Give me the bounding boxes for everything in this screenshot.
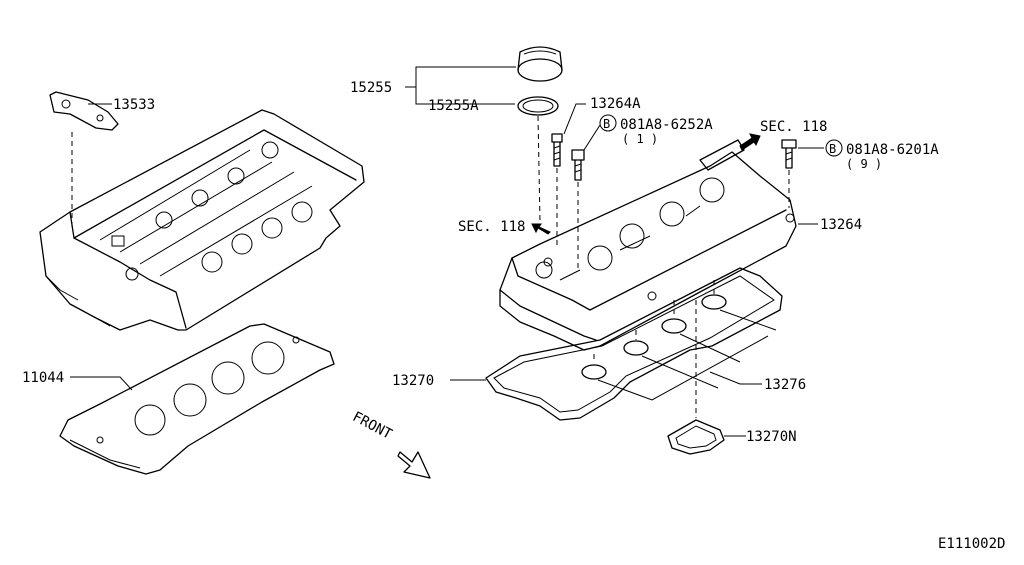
- cylinder-head[interactable]: [39, 109, 365, 331]
- rocker-cover-gasket[interactable]: [485, 267, 783, 421]
- label-081A8-6201A: 081A8-6201A: [846, 142, 939, 158]
- rocker-cover[interactable]: [499, 139, 797, 351]
- label-13270: 13270: [392, 373, 434, 389]
- sec-arrow-upper-icon: [739, 133, 761, 151]
- front-indicator: FRONT: [350, 409, 395, 443]
- label-qty-1: ( 1 ): [622, 132, 658, 146]
- label-081A8-6252A: 081A8-6252A: [620, 117, 713, 133]
- label-13264A: 13264A: [590, 96, 641, 112]
- bolt-ref-b-circle: B: [825, 139, 843, 157]
- oil-filler-cap[interactable]: [517, 46, 563, 82]
- bolt-13264A[interactable]: [551, 133, 563, 167]
- front-arrow-icon: [397, 451, 431, 479]
- bolt-ref-a-circle: B: [599, 114, 617, 132]
- sec-arrow-lower-icon: [531, 223, 551, 235]
- spark-plug-seals[interactable]: [581, 294, 777, 401]
- svg-text:B: B: [829, 142, 836, 156]
- oil-filler-gasket[interactable]: [517, 96, 559, 116]
- bolt-081A8-6252A[interactable]: [571, 149, 585, 181]
- label-front: FRONT: [350, 409, 395, 443]
- label-13533: 13533: [113, 97, 155, 113]
- gasket-13270N[interactable]: [667, 419, 725, 455]
- label-sec-118-lower: SEC. 118: [458, 219, 525, 235]
- label-15255: 15255: [350, 80, 392, 96]
- label-15255A: 15255A: [428, 98, 479, 114]
- svg-text:B: B: [603, 117, 610, 131]
- diagram-id: E111002D: [938, 536, 1005, 552]
- label-13276: 13276: [764, 377, 806, 393]
- label-13270N: 13270N: [746, 429, 797, 445]
- label-qty-9: ( 9 ): [846, 157, 882, 171]
- label-sec-118-upper: SEC. 118: [760, 119, 827, 135]
- cylinder-head-bracket[interactable]: [49, 91, 119, 230]
- label-11044: 11044: [22, 370, 64, 386]
- head-gasket[interactable]: [59, 323, 335, 475]
- label-13264: 13264: [820, 217, 862, 233]
- bolt-081A8-6201A[interactable]: [781, 139, 797, 169]
